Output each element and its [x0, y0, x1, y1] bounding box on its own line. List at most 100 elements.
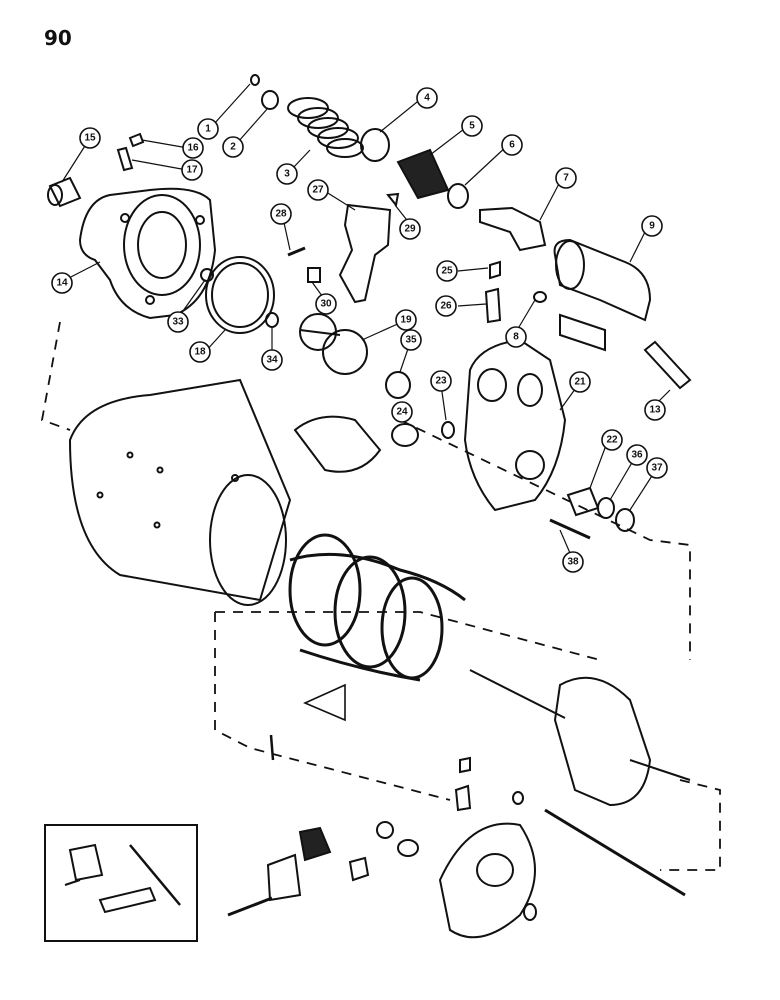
spring-part-26 — [484, 287, 502, 324]
disc-part-23 — [441, 421, 455, 439]
inset-box — [44, 824, 198, 942]
washer-part-37 — [615, 508, 635, 532]
callout-circle-23 — [430, 370, 452, 392]
callout-25: 25 — [441, 266, 453, 277]
callout-13: 13 — [649, 405, 661, 416]
callout-24: 24 — [396, 407, 408, 418]
callout-circle-37 — [646, 457, 668, 479]
plug-a — [523, 903, 537, 921]
callout-circle-4 — [416, 87, 438, 109]
callout-circle-3 — [276, 163, 298, 185]
callout-18: 18 — [194, 347, 206, 358]
callout-36: 36 — [631, 450, 643, 461]
shift-lever-part-27 — [338, 203, 392, 304]
through-bolt — [544, 808, 686, 897]
callout-circle-36 — [626, 444, 648, 466]
pole-shoe — [293, 415, 382, 473]
inset-parts — [64, 843, 181, 914]
solenoid-part-9 — [553, 238, 652, 352]
callout-19: 19 — [400, 315, 412, 326]
field-coils — [288, 533, 466, 682]
strap-part-13 — [643, 340, 692, 390]
callout-circle-28 — [270, 203, 292, 225]
brush-spring-b — [454, 784, 472, 812]
callout-circle-6 — [501, 134, 523, 156]
washer-part-6 — [447, 183, 469, 209]
callout-17: 17 — [186, 165, 198, 176]
callout-circle-13 — [644, 399, 666, 421]
plunger-part-7 — [479, 206, 547, 252]
callout-33: 33 — [172, 317, 184, 328]
brush — [298, 826, 332, 862]
callout-28: 28 — [275, 209, 287, 220]
brush-spring-a — [459, 756, 471, 774]
callout-29: 29 — [404, 224, 416, 235]
callout-22: 22 — [606, 435, 618, 446]
page-number: 90 — [44, 26, 72, 50]
washer-a — [376, 821, 394, 839]
callout-37: 37 — [651, 463, 663, 474]
triangle-marker — [303, 683, 346, 722]
callout-circle-35 — [400, 329, 422, 351]
bushing-a — [397, 839, 419, 857]
callout-26: 26 — [440, 301, 452, 312]
callout-circle-38 — [562, 551, 584, 573]
field-frame — [68, 378, 292, 606]
bolt-part-38 — [549, 518, 591, 540]
callout-21: 21 — [574, 377, 586, 388]
ring-part-4 — [360, 128, 390, 162]
callout-circle-7 — [555, 167, 577, 189]
callout-8: 8 — [513, 332, 519, 343]
washer-part-36 — [597, 497, 615, 519]
callout-35: 35 — [405, 335, 417, 346]
pin-part-28 — [287, 246, 306, 257]
callout-circle-22 — [601, 429, 623, 451]
ring-part-33 — [200, 268, 214, 282]
spacer-block — [348, 856, 370, 882]
callout-circle-25 — [436, 260, 458, 282]
callout-7: 7 — [563, 173, 569, 184]
lower-group-outline — [214, 612, 721, 871]
callout-circle-24 — [391, 401, 413, 423]
callout-3: 3 — [284, 169, 290, 180]
callout-circle-19 — [395, 309, 417, 331]
callout-4: 4 — [424, 93, 430, 104]
callout-circle-2 — [222, 136, 244, 158]
callout-circle-1 — [197, 118, 219, 140]
callout-2: 2 — [230, 142, 236, 153]
end-housing-part-21 — [463, 338, 567, 512]
callout-circle-15 — [79, 127, 101, 149]
callout-circle-26 — [435, 295, 457, 317]
callout-14: 14 — [56, 278, 68, 289]
spring-part-3 — [287, 97, 364, 158]
upper-group-outline — [40, 321, 691, 660]
bushing-part-15 — [47, 176, 82, 208]
washer-part-35 — [385, 371, 411, 399]
callout-circle-30 — [315, 293, 337, 315]
callout-34: 34 — [266, 355, 278, 366]
callout-circle-9 — [641, 215, 663, 237]
callout-circle-33 — [167, 311, 189, 333]
clip-part-1 — [250, 74, 260, 86]
callout-6: 6 — [509, 140, 515, 151]
callout-circle-27 — [307, 179, 329, 201]
callout-9: 9 — [649, 221, 655, 232]
callout-38: 38 — [567, 557, 579, 568]
pin-part-30 — [307, 267, 321, 283]
drive-pinion-part-19 — [299, 313, 368, 375]
disc-part-24 — [391, 423, 419, 447]
callout-circle-14 — [51, 272, 73, 294]
callout-5: 5 — [469, 121, 475, 132]
callout-circle-18 — [189, 341, 211, 363]
callout-15: 15 — [84, 133, 96, 144]
gasket-part-18 — [205, 256, 275, 334]
screw-a — [269, 734, 275, 761]
callout-16: 16 — [187, 143, 199, 154]
lower-pin — [227, 896, 273, 917]
callout-circle-29 — [399, 218, 421, 240]
brush-holder — [266, 853, 302, 902]
spring-part-25 — [489, 260, 501, 280]
callout-circle-17 — [181, 159, 203, 181]
